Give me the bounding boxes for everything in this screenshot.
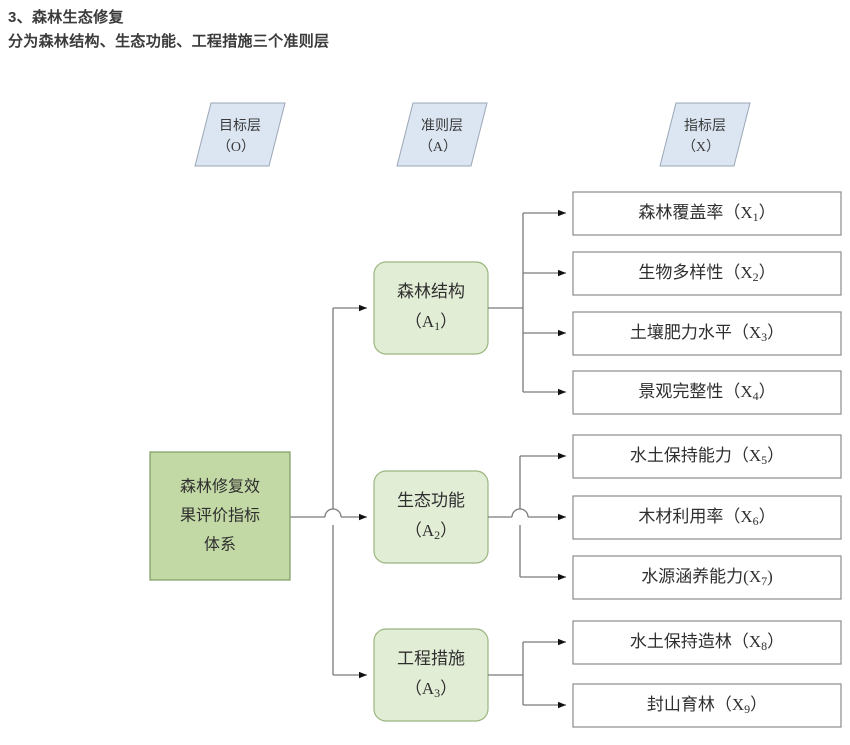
criteria-node-engineering-measures[interactable]: 工程措施 （A3） (373, 628, 489, 722)
indicator-label-timber-utilization-rate: 木材利用率（X6） (638, 507, 775, 528)
indicator-label-forest-coverage-rate: 森林覆盖率（X1） (638, 203, 775, 224)
connector-root-to-criteria (290, 304, 367, 679)
indicator-label-soil-fertility-level: 土壤肥力水平（X3） (630, 322, 784, 344)
heading-line-2: 分为森林结构、生态功能、工程措施三个准则层 (8, 33, 330, 50)
criteria-node-ecological-function-code: （A2） (405, 521, 457, 542)
indicator-box-soil-fertility-level[interactable]: 土壤肥力水平（X3） (572, 311, 842, 356)
criteria-node-forest-structure[interactable]: 森林结构 （A1） (373, 261, 489, 355)
heading-line-1: 3、森林生态修复 (8, 9, 124, 26)
criteria-node-ecological-function-name: 生态功能 (397, 491, 465, 510)
indicator-box-timber-utilization-rate[interactable]: 木材利用率（X6） (572, 495, 842, 540)
root-node-line2: 果评价指标 (180, 507, 260, 525)
legend-indicator-layer: 指标层 （X） (659, 102, 751, 167)
connector-a3-to-indicators (488, 638, 566, 709)
legend-goal-layer-line1: 目标层 (219, 118, 261, 134)
indicator-label-water-conservation-capacity: 水源涵养能力(X7) (641, 567, 773, 588)
indicator-box-mountain-closure-afforestation[interactable]: 封山育林（X9） (572, 683, 842, 728)
indicator-box-forest-coverage-rate[interactable]: 森林覆盖率（X1） (572, 191, 842, 236)
indicator-box-soil-water-conservation-capacity[interactable]: 水土保持能力（X5） (572, 434, 842, 479)
criteria-node-engineering-measures-name: 工程措施 (397, 649, 465, 668)
legend-goal-layer-line2: （O） (217, 139, 255, 155)
legend-indicator-layer-line2: （X） (682, 139, 720, 155)
connector-a2-to-indicators (488, 452, 566, 581)
connector-a1-to-indicators (488, 209, 566, 396)
page-heading: 3、森林生态修复 分为森林结构、生态功能、工程措施三个准则层 (8, 6, 708, 54)
legend-goal-layer: 目标层 （O） (194, 102, 286, 167)
root-node-forest-restoration-index-system[interactable]: 森林修复效 果评价指标 体系 (149, 451, 291, 581)
indicator-label-landscape-integrity: 景观完整性（X4） (638, 382, 775, 403)
indicator-label-soil-water-conservation-afforestation: 水土保持造林（X8） (630, 632, 784, 653)
legend-indicator-layer-line1: 指标层 (684, 118, 726, 134)
legend-criteria-layer-line2: （A） (419, 139, 457, 155)
legend-criteria-layer-line1: 准则层 (421, 118, 463, 134)
indicator-label-biodiversity: 生物多样性（X2） (638, 263, 775, 284)
indicator-box-landscape-integrity[interactable]: 景观完整性（X4） (572, 370, 842, 415)
root-node-line1: 森林修复效 (180, 478, 260, 496)
root-node-line3: 体系 (204, 536, 236, 554)
indicator-label-mountain-closure-afforestation: 封山育林（X9） (647, 695, 767, 716)
indicator-box-water-conservation-capacity[interactable]: 水源涵养能力(X7) (572, 555, 842, 600)
criteria-node-forest-structure-code: （A1） (405, 312, 457, 333)
indicator-label-soil-water-conservation-capacity: 水土保持能力（X5） (630, 446, 784, 467)
criteria-node-forest-structure-name: 森林结构 (397, 282, 465, 301)
criteria-node-ecological-function[interactable]: 生态功能 （A2） (373, 470, 489, 564)
legend-criteria-layer: 准则层 （A） (396, 102, 488, 167)
indicator-box-soil-water-conservation-afforestation[interactable]: 水土保持造林（X8） (572, 620, 842, 665)
indicator-box-biodiversity[interactable]: 生物多样性（X2） (572, 251, 842, 296)
criteria-node-engineering-measures-code: （A3） (405, 679, 457, 700)
